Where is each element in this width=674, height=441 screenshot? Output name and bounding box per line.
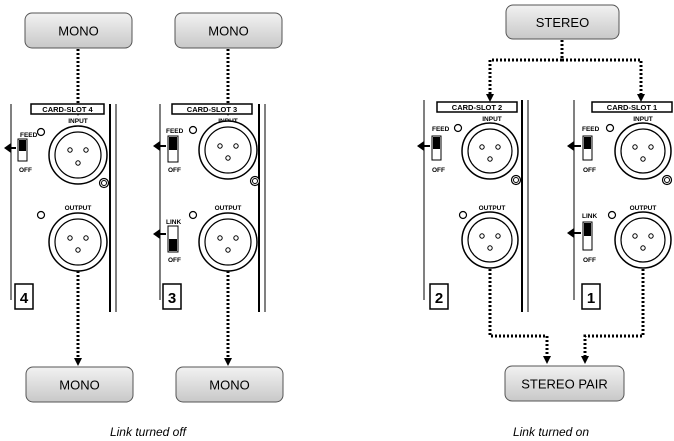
slot-number: 3 bbox=[168, 290, 176, 307]
card-slot-3: CARD-SLOT 3 INPUT FEED OFF OUTPUT LINK bbox=[153, 103, 266, 312]
input-label: INPUT bbox=[68, 118, 88, 125]
stereo-pair-box: STEREO PAIR bbox=[504, 365, 625, 402]
mono-label: MONO bbox=[209, 378, 249, 393]
input-label: INPUT bbox=[482, 116, 502, 123]
off-label: OFF bbox=[583, 167, 596, 174]
feed-arrow-icon bbox=[153, 141, 160, 151]
xlr-input-connector bbox=[614, 122, 672, 180]
mono-box-bottom-right: MONO bbox=[175, 366, 284, 403]
slot-number: 2 bbox=[435, 290, 443, 307]
feed-arrow-icon bbox=[567, 141, 574, 151]
mono-label: MONO bbox=[58, 24, 98, 39]
card-slot-title: CARD-SLOT 1 bbox=[607, 103, 657, 112]
stereo-pair-label: STEREO PAIR bbox=[521, 377, 607, 392]
stereo-box: STEREO bbox=[505, 4, 620, 40]
slot-number: 1 bbox=[587, 290, 595, 307]
output-label: OUTPUT bbox=[479, 205, 506, 212]
xlr-input-connector bbox=[198, 120, 258, 180]
link-label: LINK bbox=[582, 213, 597, 220]
signal-arrow bbox=[560, 40, 645, 102]
card-slot-title: CARD-SLOT 4 bbox=[42, 105, 93, 114]
mono-box-top-left: MONO bbox=[24, 12, 133, 49]
feed-label: FEED bbox=[432, 126, 450, 133]
signal-arrow bbox=[488, 269, 551, 364]
card-slot-4: CARD-SLOT 4 INPUT FEED OFF OUTPUT bbox=[4, 103, 117, 312]
link-off-label: OFF bbox=[583, 257, 596, 264]
slot-number: 4 bbox=[20, 290, 29, 307]
card-slot-title: CARD-SLOT 2 bbox=[452, 103, 502, 112]
link-arrow-icon bbox=[153, 229, 160, 239]
card-slot-1: CARD-SLOT 1 INPUT FEED OFF OUTPUT LINK bbox=[567, 100, 673, 310]
right-diagram: STEREO CARD-SLOT 2 INPUT FEED OFF bbox=[417, 4, 673, 439]
output-label: OUTPUT bbox=[65, 205, 92, 212]
card-slot-2: CARD-SLOT 2 INPUT FEED OFF OUTPUT bbox=[417, 100, 529, 312]
link-label: LINK bbox=[166, 219, 181, 226]
mono-box-bottom-left: MONO bbox=[25, 366, 134, 403]
signal-arrow bbox=[486, 40, 564, 102]
mono-label: MONO bbox=[208, 24, 248, 39]
caption: Link turned off bbox=[110, 425, 188, 439]
off-label: OFF bbox=[19, 167, 32, 174]
signal-arrow bbox=[581, 269, 645, 364]
xlr-input-connector bbox=[461, 122, 519, 180]
xlr-output-connector bbox=[198, 212, 258, 272]
output-label: OUTPUT bbox=[215, 205, 242, 212]
feed-label: FEED bbox=[20, 132, 38, 139]
feed-arrow-icon bbox=[417, 141, 424, 151]
input-label: INPUT bbox=[633, 116, 653, 123]
output-label: OUTPUT bbox=[630, 205, 657, 212]
feed-label: FEED bbox=[166, 128, 184, 135]
caption: Link turned on bbox=[513, 425, 589, 439]
xlr-output-connector bbox=[614, 211, 672, 269]
feed-arrow-icon bbox=[4, 143, 11, 153]
off-label: OFF bbox=[432, 167, 445, 174]
off-label: OFF bbox=[168, 167, 181, 174]
link-off-label: OFF bbox=[168, 257, 181, 264]
mono-box-top-right: MONO bbox=[174, 12, 283, 49]
stereo-label: STEREO bbox=[536, 15, 589, 30]
left-diagram: MONO MONO CARD-SLOT 4 INPUT FEED OFF bbox=[4, 12, 284, 439]
link-arrow-icon bbox=[567, 228, 574, 238]
mono-label: MONO bbox=[59, 378, 99, 393]
xlr-output-connector bbox=[461, 211, 519, 269]
xlr-output-connector bbox=[48, 212, 108, 272]
card-slot-title: CARD-SLOT 3 bbox=[187, 105, 237, 114]
xlr-input-connector bbox=[48, 125, 108, 185]
feed-label: FEED bbox=[582, 126, 600, 133]
